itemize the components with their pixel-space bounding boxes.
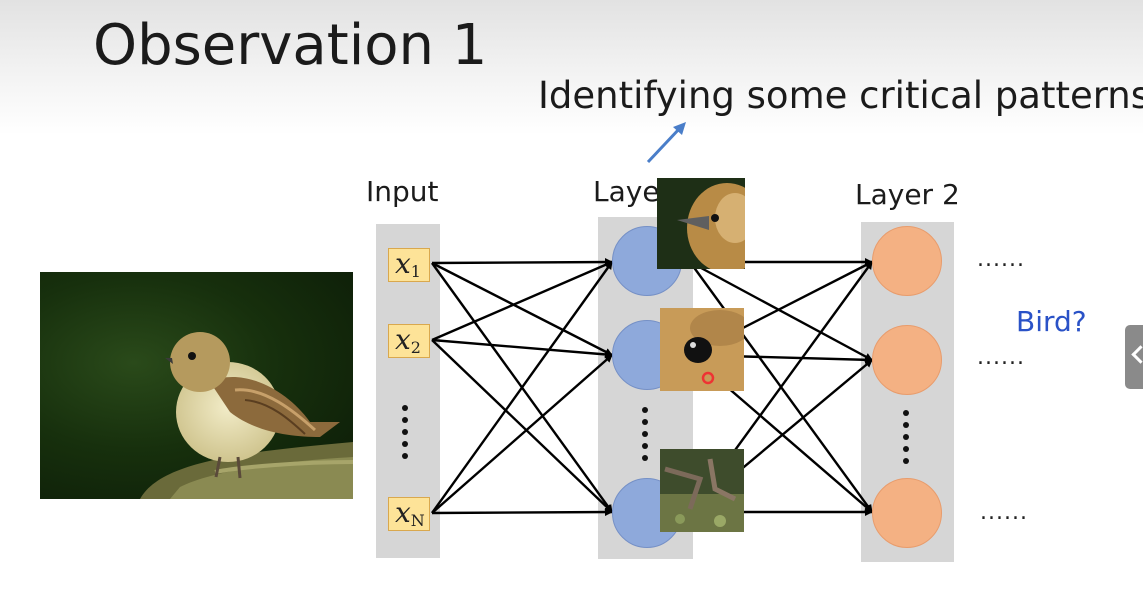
eye-patch	[660, 308, 744, 391]
side-panel-toggle[interactable]	[1125, 325, 1143, 389]
output-dots-1: ......	[977, 247, 1025, 272]
layer2-node-n	[872, 478, 942, 548]
layer2-node-2	[872, 325, 942, 395]
input-x2: x2	[388, 324, 430, 358]
input-ellipsis	[402, 405, 410, 465]
layer2-ellipsis	[903, 410, 911, 470]
output-dots-3: ......	[980, 500, 1028, 525]
layer1-column-label: Laye	[593, 175, 660, 208]
layer1-ellipsis	[642, 407, 650, 467]
layer2-node-1	[872, 226, 942, 296]
input-x1: x1	[388, 248, 430, 282]
chevron-left-icon	[1131, 345, 1143, 364]
slide-title: Observation 1	[93, 13, 488, 78]
input-column-label: Input	[366, 175, 439, 208]
output-dots-2: ......	[977, 345, 1025, 370]
pointer-arrow	[646, 122, 686, 164]
layer2-column-label: Layer 2	[855, 178, 960, 211]
bird-photo	[40, 272, 353, 499]
beak-patch	[657, 178, 745, 269]
title-band	[0, 0, 1143, 135]
bird-question-label: Bird?	[1016, 305, 1087, 338]
claw-patch	[660, 449, 744, 532]
slide-subtitle: Identifying some critical patterns	[538, 74, 1143, 117]
input-xn: xN	[388, 497, 430, 531]
